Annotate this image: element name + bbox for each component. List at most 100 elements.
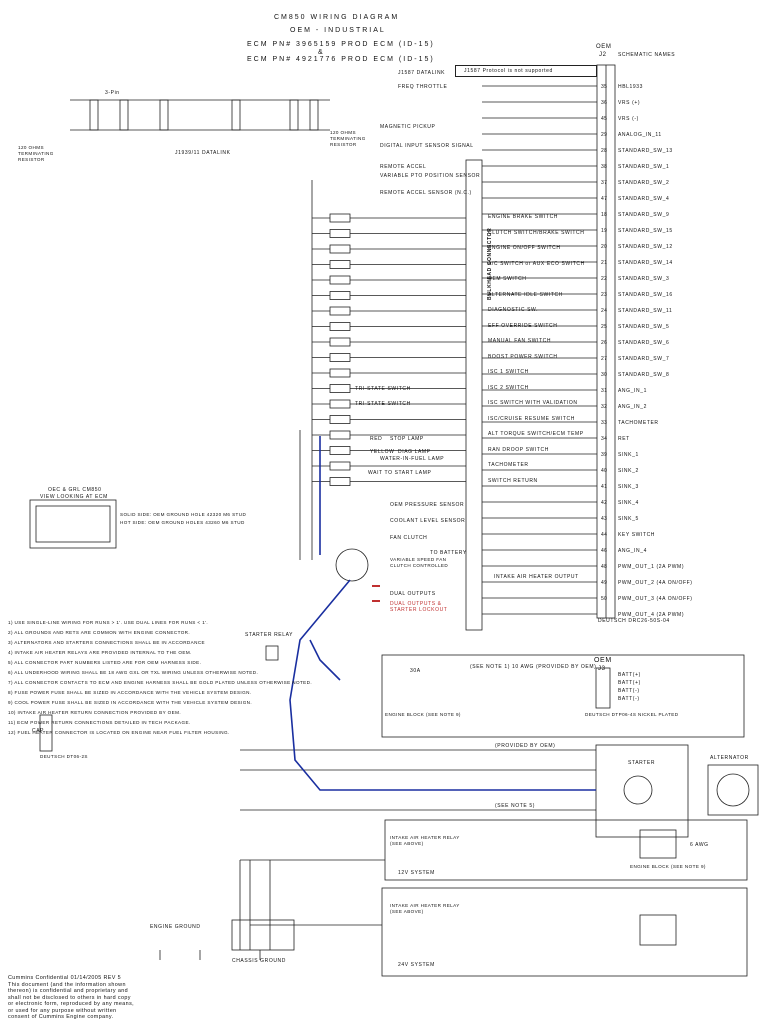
schematic-name-22: RET — [618, 436, 630, 442]
note-5: 6) ALL UNDERHOOD WIRING SHALL BE 18 AWG … — [8, 670, 259, 675]
j3-pin-2: BATT(-) — [618, 688, 640, 694]
schematic-name-28: KEY SWITCH — [618, 532, 656, 538]
label-oem-pressure: OEM PRESSURE SENSOR — [390, 502, 465, 508]
left-label-1: MAGNETIC PICKUP — [380, 124, 436, 130]
schematic-name-3: ANALOG_IN_11 — [618, 132, 662, 138]
switch-label-13: ISC/CRUISE RESUME SWITCH — [488, 415, 575, 422]
pin-number-26: 42 — [601, 500, 608, 506]
schematic-name-25: SINK_3 — [618, 484, 639, 490]
pin-number-9: 19 — [601, 228, 608, 234]
switch-symbol — [329, 399, 351, 409]
pin-number-29: 46 — [601, 548, 608, 554]
provided-oem-1: (PROVIDED BY OEM) — [495, 743, 556, 749]
pin-number-11: 21 — [601, 260, 608, 266]
schematic-name-23: SINK_1 — [618, 452, 639, 458]
j1587-note: J1587 Protocol is not supported — [464, 68, 553, 74]
note-8: 9) COOL POWER FUSE SHALL BE SIZED IN ACC… — [8, 700, 253, 705]
switch-symbol — [329, 260, 351, 269]
switch-label-4: OEM SWITCH — [488, 276, 527, 282]
pin-number-5: 38 — [601, 164, 608, 170]
j3-provided: (SEE NOTE 1) 10 AWG (PROVIDED BY OEM) — [470, 664, 597, 670]
left-label-3: REMOTE ACCEL — [380, 164, 427, 170]
pin-number-28: 44 — [601, 532, 608, 538]
lamp-red: RED — [370, 436, 383, 442]
switch-symbol — [329, 415, 351, 424]
ecm-part-2: ECM PN# 4921776 PROD ECM (ID-15) — [247, 56, 435, 63]
confidential-line-2: thereon) is confidential and proprietary… — [8, 988, 129, 994]
switch-label-7: EFF OVERRIDE SWITCH — [488, 322, 558, 329]
pin-number-27: 43 — [601, 516, 608, 522]
diagram-title: CM850 WIRING DIAGRAM — [274, 14, 400, 21]
switch-label-10: ISC 1 SWITCH — [488, 369, 529, 375]
j2-label: J2 — [599, 52, 607, 58]
note-6: 7) ALL CONNECTOR CONTACTS TO ECM AND ENG… — [8, 680, 313, 685]
pin-number-8: 18 — [601, 212, 608, 218]
confidential-line-4: or electronic form, reproduced by any me… — [8, 1001, 135, 1007]
confidential-line-6: consent of Cummins Engine company. — [8, 1014, 114, 1020]
switch-symbol — [329, 384, 351, 393]
j3-fuse: 30A — [410, 668, 421, 674]
note-7: 8) FUSE POWER FUSE SHALL BE SIZED IN ACC… — [8, 690, 252, 695]
cap-label: CAP — [32, 728, 45, 734]
schematic-name-20: ANG_IN_2 — [618, 404, 647, 410]
oem-label: OEM — [596, 44, 612, 50]
switch-symbol — [329, 353, 351, 362]
switch-label-3: A/C SWITCH or AUX ECO SWITCH — [488, 260, 585, 267]
schematic-name-2: VRS (-) — [618, 116, 639, 122]
j1587-note-box: J1587 Protocol is not supported — [455, 65, 597, 77]
three-pin-label: 3-Pin — [105, 90, 120, 96]
j3-pin-1: BATT(+) — [618, 680, 641, 686]
schematic-name-19: ANG_IN_1 — [618, 388, 647, 394]
label-variable-speed: VARIABLE SPEED FAN CLUTCH CONTROLLED — [390, 557, 449, 568]
switch-label-0: ENGINE BRAKE SWITCH — [488, 214, 559, 220]
switch-label-15: RAN DROOP SWITCH — [488, 446, 549, 453]
switch-label-6: DIAGNOSTIC SW. — [488, 307, 539, 313]
schematic-name-17: STANDARD_SW_7 — [618, 356, 670, 362]
j3-oem: OEM — [594, 657, 612, 664]
lamp-wait: WAIT TO START LAMP — [368, 470, 432, 476]
pin-number-25: 41 — [601, 484, 608, 490]
switch-symbol — [329, 244, 351, 254]
lamp-water: WATER-IN-FUEL LAMP — [380, 456, 445, 462]
left-resistor-label: 120 OHMS TERMINATING RESISTOR — [18, 145, 54, 162]
right-resistor-label: 120 OHMS TERMINATING RESISTOR — [330, 130, 366, 147]
switch-symbol — [329, 337, 351, 347]
ecm-view-subtitle: VIEW LOOKING AT ECM — [40, 494, 108, 500]
pin-number-24: 40 — [601, 468, 608, 474]
pin-number-14: 24 — [601, 308, 608, 314]
pin-number-6: 37 — [601, 180, 608, 186]
lamp-yellow: YELLOW — [370, 449, 395, 455]
switch-label-8: MANUAL FAN SWITCH — [488, 338, 552, 344]
switch-label-11: ISC 2 SWITCH — [488, 384, 529, 391]
pin-number-20: 32 — [601, 404, 608, 410]
schematic-name-18: STANDARD_SW_8 — [618, 372, 670, 378]
left-label-0: FREQ THROTTLE — [398, 84, 448, 90]
schematic-name-1: VRS (+) — [618, 100, 641, 106]
system-24v: 24V SYSTEM — [398, 962, 435, 968]
pin-number-15: 25 — [601, 324, 608, 330]
chassis-ground-label: CHASSIS GROUND — [232, 958, 286, 964]
j3-engine-block: ENGINE BLOCK (SEE NOTE 9) — [385, 712, 461, 717]
see-note-5: (SEE NOTE 5) — [495, 803, 535, 809]
switch-symbol — [329, 477, 351, 486]
pin-number-7: 47 — [601, 196, 608, 202]
pin-number-32: 50 — [601, 596, 608, 602]
switch-symbol — [329, 306, 351, 316]
switch-symbol — [329, 322, 351, 331]
pin-number-23: 39 — [601, 452, 608, 458]
confidential-line-5: or used for any purpose without written — [8, 1007, 117, 1014]
label-dual-starter: DUAL OUTPUTS & STARTER LOCKOUT — [390, 601, 448, 613]
switch-label-17: SWITCH RETURN — [488, 477, 538, 484]
j3-deutsch: DEUTSCH DTP06-4S NICKEL PLATED — [585, 712, 679, 717]
schematic-name-10: STANDARD_SW_12 — [618, 244, 673, 250]
switch-label-2: ENGINE ON/OFF SWITCH — [488, 245, 561, 251]
schematic-name-15: STANDARD_SW_5 — [618, 324, 670, 330]
label-fan-clutch: FAN CLUTCH — [390, 535, 428, 541]
pin-number-12: 22 — [601, 276, 608, 282]
schematic-name-33: PWM_OUT_4 (2A PWM) — [618, 612, 685, 618]
schematic-name-13: STANDARD_SW_16 — [618, 292, 673, 298]
switch-label-5: ALTERNATE IDLE SWITCH — [488, 291, 563, 298]
starter-relay-label: STARTER RELAY — [245, 632, 294, 638]
pin-number-19: 31 — [601, 388, 608, 394]
